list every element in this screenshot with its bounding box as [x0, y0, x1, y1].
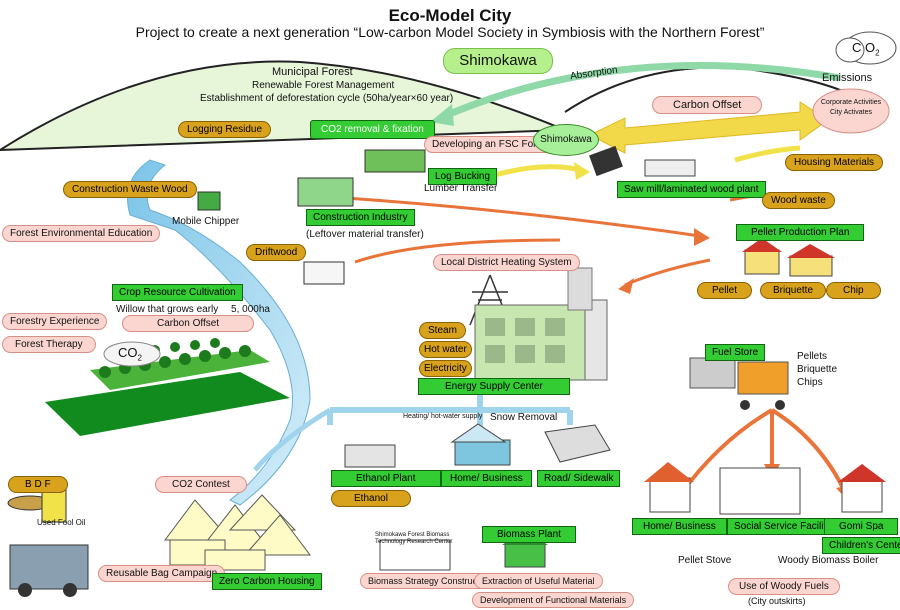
local-heating-label: Local District Heating System	[433, 254, 580, 271]
road-sidewalk-label: Road/ Sidewalk	[537, 470, 621, 487]
pellet-plant-icon	[744, 249, 780, 275]
leftover-arrow	[344, 196, 701, 238]
social-service-label: Social Service Facilities	[727, 518, 847, 535]
co2-top-label: C O2	[852, 40, 880, 58]
crop-resource-label: Crop Resource Cultivation	[112, 284, 243, 301]
mobile-chipper-label: Mobile Chipper	[172, 216, 240, 227]
road-sidewalk-icon	[544, 424, 611, 463]
snow-removal-label: Snow Removal	[490, 412, 558, 423]
corporate-activities-label: Corporate Activities	[820, 99, 882, 106]
home-business-mid-label: Home/ Business	[441, 470, 532, 487]
garbage-truck-icon	[9, 544, 89, 590]
fuel-store-label: Fuel Store	[705, 344, 766, 361]
extraction-label: Extraction of Useful Material	[474, 573, 603, 589]
pellets-list-label: Pellets	[797, 351, 828, 362]
co2-left-label: CO2	[118, 345, 142, 363]
crop-field-top	[90, 350, 270, 390]
gomi-spa-icon	[841, 479, 883, 513]
deforestation-cycle-label: Establishment of deforestation cycle (50…	[200, 93, 454, 104]
page-title: Eco-Model City	[388, 6, 512, 25]
research-center-label-2: Technology Research Center	[375, 539, 453, 545]
ethanol-plant-icon	[344, 444, 396, 468]
pellet-production-plan-label: Pellet Production Plan	[736, 224, 865, 241]
chips-list-label: Chips	[797, 377, 823, 388]
hot-water-label: Hot water	[419, 341, 472, 358]
housing-materials-label: Housing Materials	[785, 154, 884, 171]
construction-industry-label: Construction Industry	[306, 209, 415, 226]
co2-contest-label: CO2 Contest	[155, 476, 247, 493]
truck-icon	[364, 149, 426, 173]
energy-building	[474, 304, 586, 381]
municipal-forest-label: Municipal Forest	[272, 66, 353, 78]
electricity-label: Electricity	[419, 360, 472, 377]
briquette-list-label: Briquette	[797, 364, 838, 375]
used-oil-label: Used Fool Oil	[37, 518, 86, 527]
sawmill-icon	[644, 159, 696, 177]
social-service-icon	[719, 467, 801, 515]
construction-waste-label: Construction Waste Wood	[63, 181, 197, 198]
shimokawa-oval: Shimokawa	[533, 124, 599, 156]
power-tower	[469, 274, 511, 326]
river	[127, 159, 311, 506]
biomass-plant-icon	[504, 542, 546, 568]
reusable-bag-label: Reusable Bag Campaign	[98, 565, 226, 582]
home-business-right-icon	[649, 477, 691, 513]
crop-field-bottom	[45, 372, 290, 436]
ethanol-label: Ethanol	[331, 490, 411, 507]
gomi-spa-label: Gomi Spa	[824, 518, 899, 535]
forestry-experience-label: Forestry Experience	[2, 313, 108, 330]
pellet-stove-label: Pellet Stove	[678, 555, 732, 566]
zero-carbon-label: Zero Carbon Housing	[212, 573, 322, 590]
use-woody-fuels-label: Use of Woody Fuels	[728, 578, 840, 595]
chip-label: Chip	[826, 282, 881, 299]
wood-waste-label: Wood waste	[762, 192, 835, 209]
heating-supply-label: Heating/ hot-water supply	[403, 413, 483, 420]
bdf-label: B D F	[8, 476, 68, 493]
energy-supply-center-label: Energy Supply Center	[418, 378, 570, 395]
zero-carbon-houses	[164, 494, 311, 571]
childrens-center-label: Children's Center	[822, 537, 900, 554]
woody-boiler-label: Woody Biomass Boiler	[778, 555, 879, 566]
pellet-label: Pellet	[697, 282, 753, 299]
carbon-offset-left-label: Carbon Offset	[122, 315, 255, 332]
forest-env-education-label: Forest Environmental Education	[2, 225, 161, 242]
renewable-forest-label: Renewable Forest Management	[252, 80, 395, 91]
lumber-transfer-label: Lumber Transfer	[424, 183, 498, 194]
briquette-label: Briquette	[760, 282, 827, 299]
corporate-ellipse	[812, 88, 890, 134]
home-business-right-label: Home/ Business	[632, 518, 727, 535]
developing-fsc-label: Developing an FSC Forest	[424, 136, 558, 153]
leftover-transfer-label: (Leftover material transfer)	[306, 229, 424, 240]
carbon-offset-top-label: Carbon Offset	[652, 96, 763, 114]
logging-residue-label: Logging Residue	[178, 121, 272, 138]
city-activates-label: City Activates	[829, 109, 872, 116]
absorption-arrow	[438, 62, 841, 122]
co2-removal-label: CO2 removal & fixation	[310, 120, 435, 139]
shimokawa-banner: Shimokawa	[443, 48, 553, 74]
emissions-label: Emissions	[822, 72, 873, 84]
biomass-plant-label: Biomass Plant	[482, 526, 576, 543]
research-center-label-1: Shimokawa Forest Biomass	[375, 532, 450, 538]
log-bucking-label: Log Bucking	[428, 168, 498, 185]
saw-mill-label: Saw mill/laminated wood plant	[617, 181, 766, 198]
willow-label: Willow that grows early 5, 000ha	[116, 304, 270, 315]
biomass-strategy-label: Biomass Strategy Construction	[360, 573, 500, 589]
city-outskirts-label: (City outskirts)	[748, 596, 806, 606]
forest-therapy-label: Forest Therapy	[2, 336, 96, 353]
research-center-icon	[379, 539, 451, 571]
steam-label: Steam	[419, 322, 466, 339]
page-subtitle: Project to create a next generation “Low…	[135, 24, 765, 40]
ethanol-plant-label: Ethanol Plant	[331, 470, 441, 487]
driftwood-label: Driftwood	[246, 244, 307, 261]
co2-cloud-left	[103, 341, 161, 367]
fuel-store-icon	[689, 357, 736, 389]
functional-materials-label: Development of Functional Materials	[472, 592, 635, 608]
